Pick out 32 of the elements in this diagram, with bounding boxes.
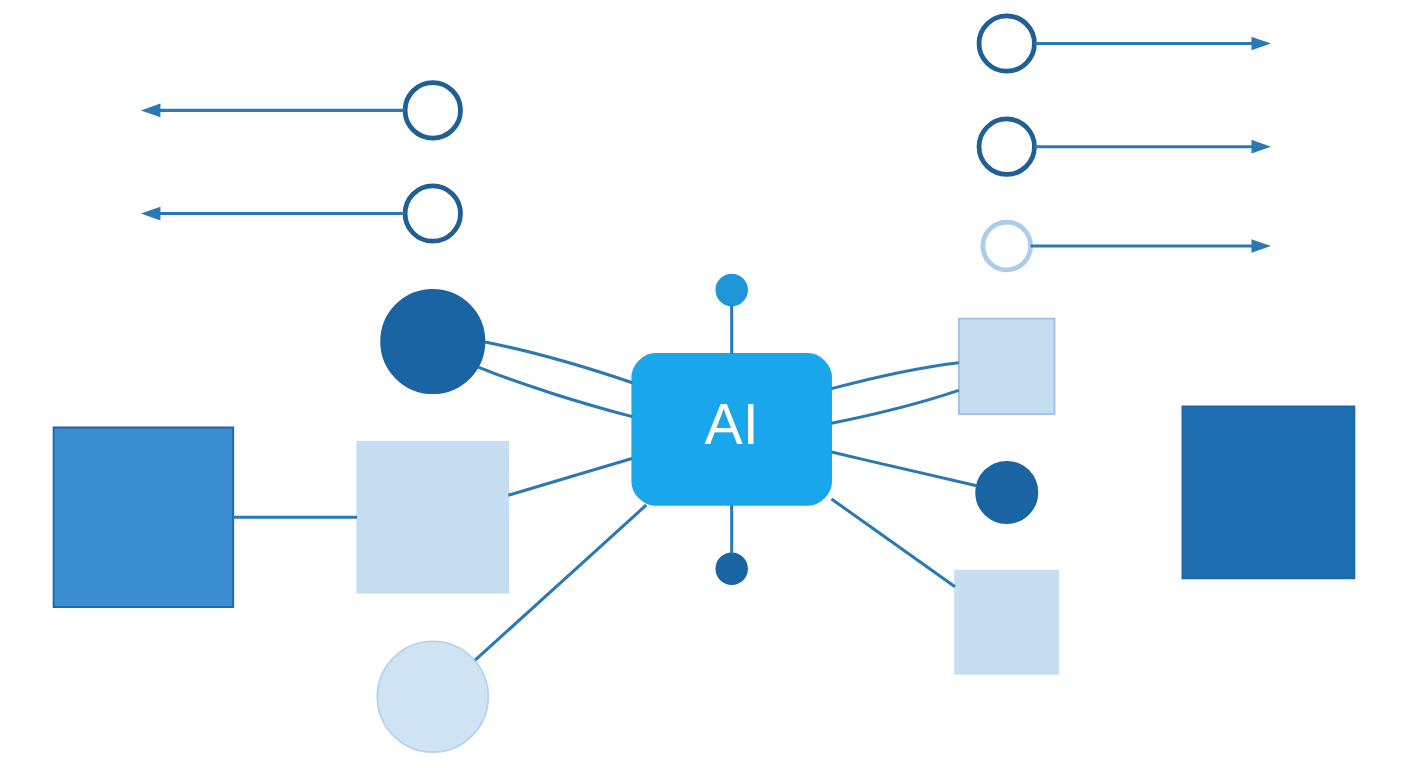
node-circle (380, 288, 486, 395)
node-ring (402, 183, 463, 244)
arrow (140, 206, 405, 221)
connector (831, 388, 960, 425)
node-box (954, 569, 1060, 675)
connector (831, 450, 978, 488)
arrow (1034, 36, 1271, 51)
node-ring (976, 116, 1037, 177)
node-box (356, 440, 510, 594)
connector (484, 340, 633, 385)
connector (831, 361, 959, 391)
connector (830, 497, 956, 589)
node-box (958, 317, 1056, 416)
arrow (1034, 139, 1271, 154)
arrow (1030, 239, 1271, 253)
node-box (52, 426, 235, 608)
node-ring (402, 80, 463, 141)
node-ring (980, 219, 1033, 273)
node-box: AI (631, 352, 832, 506)
connector (474, 503, 648, 662)
node-box (1181, 405, 1356, 580)
node-circle (715, 273, 748, 307)
connector (507, 457, 633, 497)
node-ring (976, 13, 1037, 74)
node-circle (376, 640, 490, 754)
connector (730, 505, 734, 553)
connector (730, 305, 734, 354)
arrow (140, 103, 405, 118)
connector (233, 515, 358, 519)
node-circle (975, 460, 1039, 524)
node-circle (715, 552, 748, 586)
connector (477, 365, 633, 419)
